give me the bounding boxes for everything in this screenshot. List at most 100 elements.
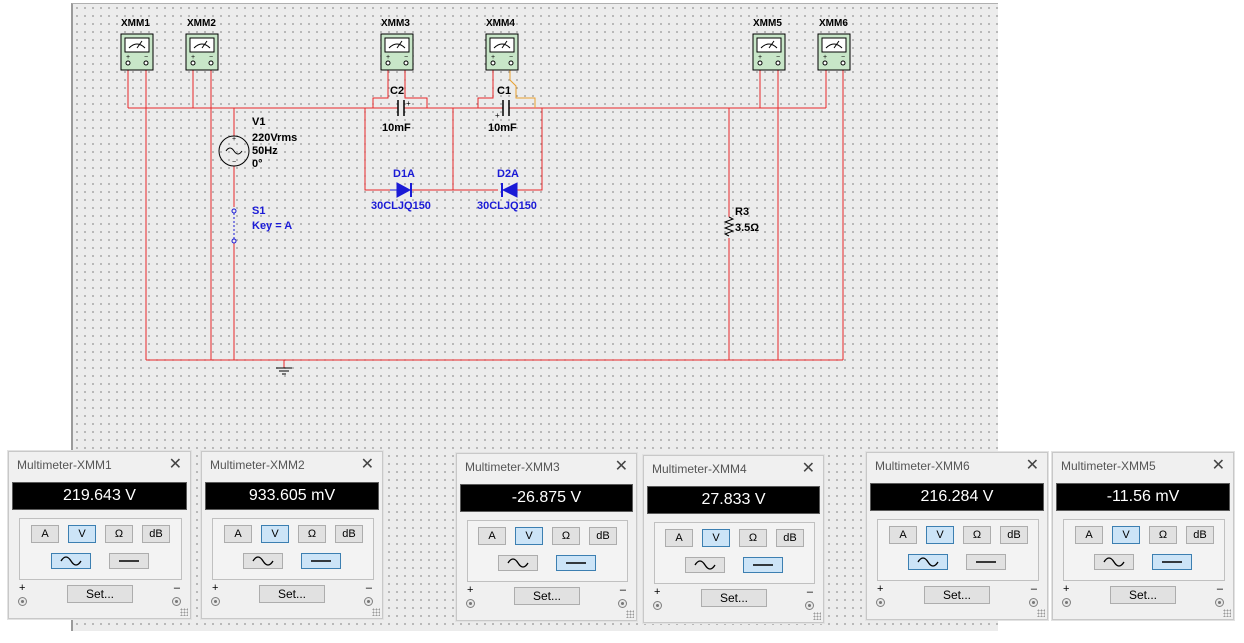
positive-terminal[interactable]	[876, 598, 885, 607]
dc-mode-button[interactable]	[743, 557, 783, 573]
ammeter-button[interactable]: A	[1075, 526, 1103, 544]
voltmeter-button[interactable]: V	[1112, 526, 1140, 544]
positive-terminal-label: +	[654, 586, 661, 598]
svg-text:−: −	[232, 159, 236, 166]
ammeter-button[interactable]: A	[224, 525, 252, 543]
decibel-button[interactable]: dB	[776, 529, 804, 547]
ac-mode-button[interactable]	[1094, 554, 1134, 570]
capacitor-c1-icon	[502, 100, 510, 116]
ammeter-button[interactable]: A	[889, 526, 917, 544]
multimeter-window[interactable]: Multimeter-XMM1 ✕ 219.643 V A V Ω dB + S…	[8, 451, 191, 619]
negative-terminal[interactable]	[805, 601, 814, 610]
positive-terminal[interactable]	[211, 597, 220, 606]
ohmmeter-button[interactable]: Ω	[963, 526, 991, 544]
ac-mode-button[interactable]	[908, 554, 948, 570]
ohmmeter-button[interactable]: Ω	[1149, 526, 1177, 544]
negative-terminal[interactable]	[364, 597, 373, 606]
negative-terminal-label: –	[1030, 583, 1037, 595]
negative-terminal-label: –	[806, 586, 813, 598]
voltmeter-button[interactable]: V	[702, 529, 730, 547]
multimeter-window[interactable]: Multimeter-XMM5 ✕ -11.56 mV A V Ω dB + S…	[1052, 452, 1234, 620]
dc-mode-button[interactable]	[556, 555, 596, 571]
dc-mode-button[interactable]	[301, 553, 341, 569]
positive-terminal[interactable]	[18, 597, 27, 606]
ohmmeter-button[interactable]: Ω	[105, 525, 133, 543]
set-button[interactable]: Set...	[259, 585, 325, 603]
decibel-button[interactable]: dB	[335, 525, 363, 543]
sine-wave-icon	[507, 558, 529, 568]
ammeter-button[interactable]: A	[665, 529, 693, 547]
positive-terminal[interactable]	[653, 601, 662, 610]
multimeter-reading: -26.875 V	[460, 484, 633, 512]
ohmmeter-button[interactable]: Ω	[552, 527, 580, 545]
ac-source-icon: + −	[218, 135, 250, 167]
decibel-button[interactable]: dB	[589, 527, 617, 545]
sine-wave-icon	[917, 557, 939, 567]
dc-mode-button[interactable]	[109, 553, 149, 569]
set-button[interactable]: Set...	[514, 587, 580, 605]
voltmeter-button[interactable]: V	[68, 525, 96, 543]
multimeter-window[interactable]: Multimeter-XMM4 ✕ 27.833 V A V Ω dB + Se…	[643, 455, 824, 623]
ac-mode-button[interactable]	[685, 557, 725, 573]
decibel-button[interactable]: dB	[142, 525, 170, 543]
dc-mode-button[interactable]	[1152, 554, 1192, 570]
set-button[interactable]: Set...	[924, 586, 990, 604]
dc-mode-button[interactable]	[966, 554, 1006, 570]
resize-grip-icon[interactable]	[626, 610, 634, 618]
resize-grip-icon[interactable]	[1223, 609, 1231, 617]
positive-terminal[interactable]	[1062, 598, 1071, 607]
negative-terminal[interactable]	[1029, 598, 1038, 607]
close-icon[interactable]: ✕	[1211, 457, 1225, 474]
close-icon[interactable]: ✕	[801, 460, 815, 477]
close-icon[interactable]: ✕	[1025, 457, 1039, 474]
decibel-button[interactable]: dB	[1186, 526, 1214, 544]
resize-grip-icon[interactable]	[372, 608, 380, 616]
svg-text:+: +	[823, 54, 827, 61]
sine-wave-icon	[60, 556, 82, 566]
negative-terminal-label: –	[1216, 583, 1223, 595]
positive-terminal-label: +	[19, 582, 26, 594]
negative-terminal[interactable]	[172, 597, 181, 606]
multimeter-reading: 27.833 V	[647, 486, 820, 514]
resize-grip-icon[interactable]	[813, 612, 821, 620]
set-button[interactable]: Set...	[701, 589, 767, 607]
close-icon[interactable]: ✕	[168, 456, 182, 473]
ammeter-button[interactable]: A	[31, 525, 59, 543]
resize-grip-icon[interactable]	[1037, 609, 1045, 617]
voltmeter-button[interactable]: V	[926, 526, 954, 544]
svg-text:+: +	[491, 54, 495, 61]
ac-mode-button[interactable]	[498, 555, 538, 571]
voltmeter-button[interactable]: V	[261, 525, 289, 543]
voltmeter-button[interactable]: V	[515, 527, 543, 545]
set-button[interactable]: Set...	[67, 585, 133, 603]
ac-mode-button[interactable]	[51, 553, 91, 569]
multimeter-window[interactable]: Multimeter-XMM6 ✕ 216.284 V A V Ω dB + S…	[866, 452, 1048, 620]
negative-terminal[interactable]	[1215, 598, 1224, 607]
multimeter-title: Multimeter-XMM3	[465, 460, 560, 474]
multimeter-window[interactable]: Multimeter-XMM3 ✕ -26.875 V A V Ω dB + S…	[456, 453, 637, 621]
dc-line-icon	[566, 562, 586, 564]
d1-model: 30CLJQ150	[371, 200, 431, 212]
close-icon[interactable]: ✕	[360, 456, 374, 473]
set-button[interactable]: Set...	[1110, 586, 1176, 604]
c1-name: C1	[497, 85, 511, 97]
svg-text:+: +	[406, 99, 411, 108]
negative-terminal[interactable]	[618, 599, 627, 608]
multimeter-title: Multimeter-XMM1	[17, 458, 112, 472]
d2-model: 30CLJQ150	[477, 200, 537, 212]
ac-mode-button[interactable]	[243, 553, 283, 569]
ammeter-button[interactable]: A	[478, 527, 506, 545]
ohmmeter-button[interactable]: Ω	[739, 529, 767, 547]
sine-wave-icon	[252, 556, 274, 566]
decibel-button[interactable]: dB	[1000, 526, 1028, 544]
positive-terminal[interactable]	[466, 599, 475, 608]
multimeter-window[interactable]: Multimeter-XMM2 ✕ 933.605 mV A V Ω dB + …	[201, 451, 383, 619]
close-icon[interactable]: ✕	[614, 458, 628, 475]
ohmmeter-button[interactable]: Ω	[298, 525, 326, 543]
switch-icon	[231, 208, 237, 244]
c2-name: C2	[390, 85, 404, 97]
resize-grip-icon[interactable]	[180, 608, 188, 616]
dc-line-icon	[976, 561, 996, 563]
multimeter-controls: A V Ω dB	[467, 520, 628, 582]
